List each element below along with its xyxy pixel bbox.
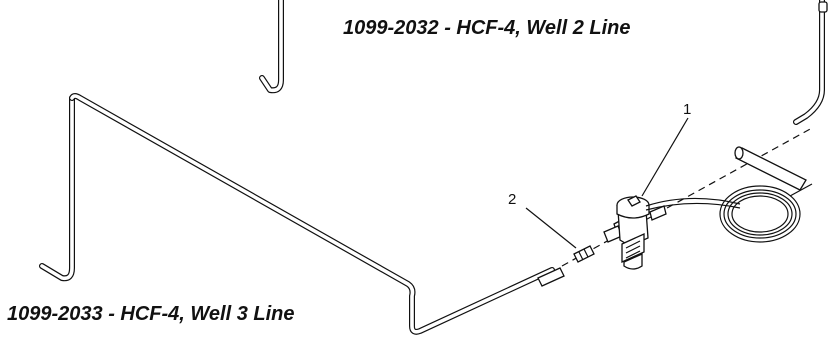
well2-line-tube-left <box>259 0 284 94</box>
well3-line-tube <box>39 93 565 335</box>
well2-line-title: 1099-2032 - HCF-4, Well 2 Line <box>343 17 631 39</box>
expansion-valve-part-1 <box>603 195 741 270</box>
capillary-coil <box>719 183 813 243</box>
assembly-center-line <box>561 127 813 267</box>
well3-line-title: 1099-2033 - HCF-4, Well 3 Line <box>7 303 295 325</box>
fitting-part-2 <box>573 245 595 263</box>
callout-leader-1 <box>641 117 689 197</box>
callout-leader-2 <box>525 207 577 249</box>
well2-line-tube-right <box>793 0 828 125</box>
callout-1-label: 1 <box>683 101 691 118</box>
callout-2-label: 2 <box>508 191 516 208</box>
sensing-bulb <box>734 146 807 191</box>
